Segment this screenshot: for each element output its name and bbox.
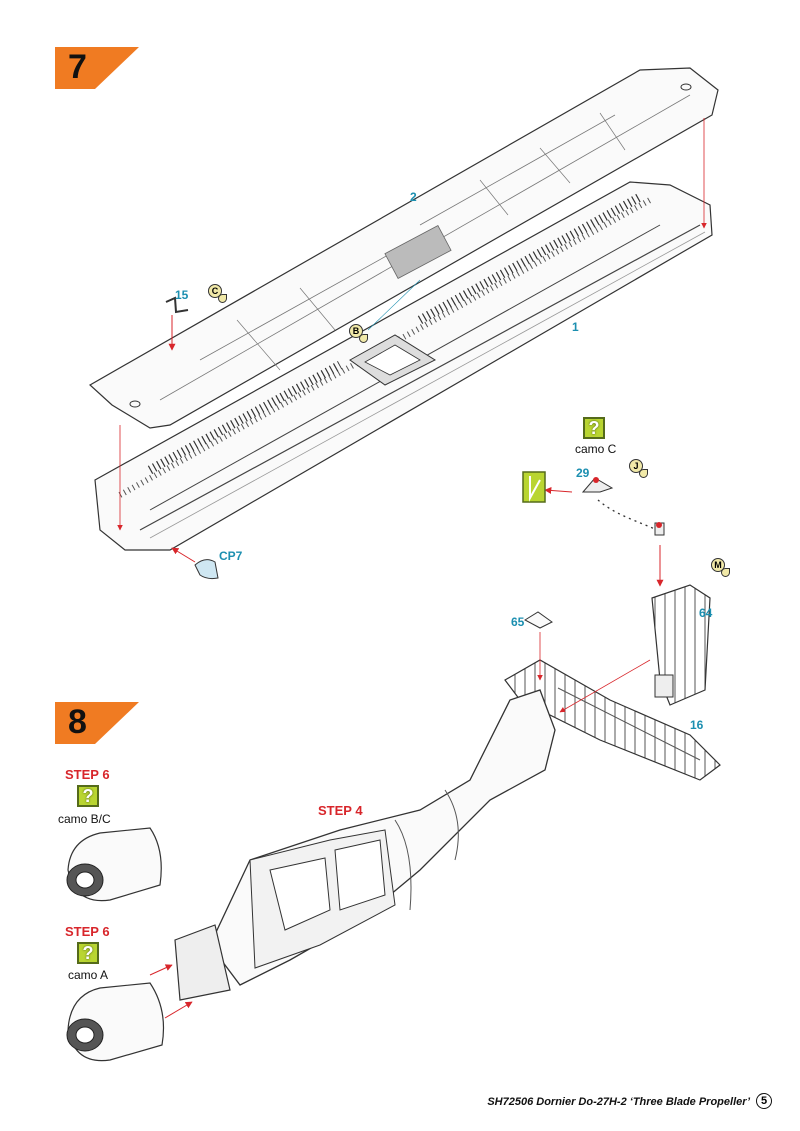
page-number: 5 [756,1093,772,1109]
footer-title: SH72506 Dornier Do-27H-2 ‘Three Blade Pr… [487,1096,750,1108]
paint-b-icon: B [349,324,368,343]
part-label-65: 65 [511,615,525,629]
upper-wing-part-2 [88,67,719,429]
tail-parts [504,584,721,781]
step-6-label-top: STEP 6 [65,767,110,782]
engine-cowling-bottom [66,982,165,1062]
camo-c-label: camo C [575,442,617,456]
camo-c-question-icon: ? [583,417,605,439]
step-8-badge [55,702,139,744]
engine-cowling-top [66,827,162,902]
part-label-2: 2 [410,190,417,204]
step7-assembly-arrows [117,118,707,587]
step-7-number: 7 [68,48,87,86]
step-4-label: STEP 4 [318,803,363,818]
part-label-15: 15 [175,288,189,302]
small-parts-step7 [165,296,665,580]
step-8-badge-shape [55,702,139,744]
paint-c-icon: C [208,284,227,303]
part-label-16: 16 [690,718,704,732]
step-7-badge-shape [55,47,139,89]
step-7-badge [55,47,139,89]
lower-wing-part-1 [94,181,713,551]
camo-a-label: camo A [68,968,109,982]
part-label-1: 1 [572,320,579,334]
camo-a-question-icon: ? [77,942,99,964]
paint-j-icon: J [629,459,648,478]
paint-m-icon: M [711,558,730,577]
part-label-cp7: CP7 [219,549,243,563]
step-8-number: 8 [68,703,87,741]
fuselage [149,689,556,1019]
camo-bc-label: camo B/C [58,812,111,826]
step-6-label-bottom: STEP 6 [65,924,110,939]
part-label-64: 64 [699,606,713,620]
part-label-29: 29 [576,466,590,480]
camo-bc-question-icon: ? [77,785,99,807]
